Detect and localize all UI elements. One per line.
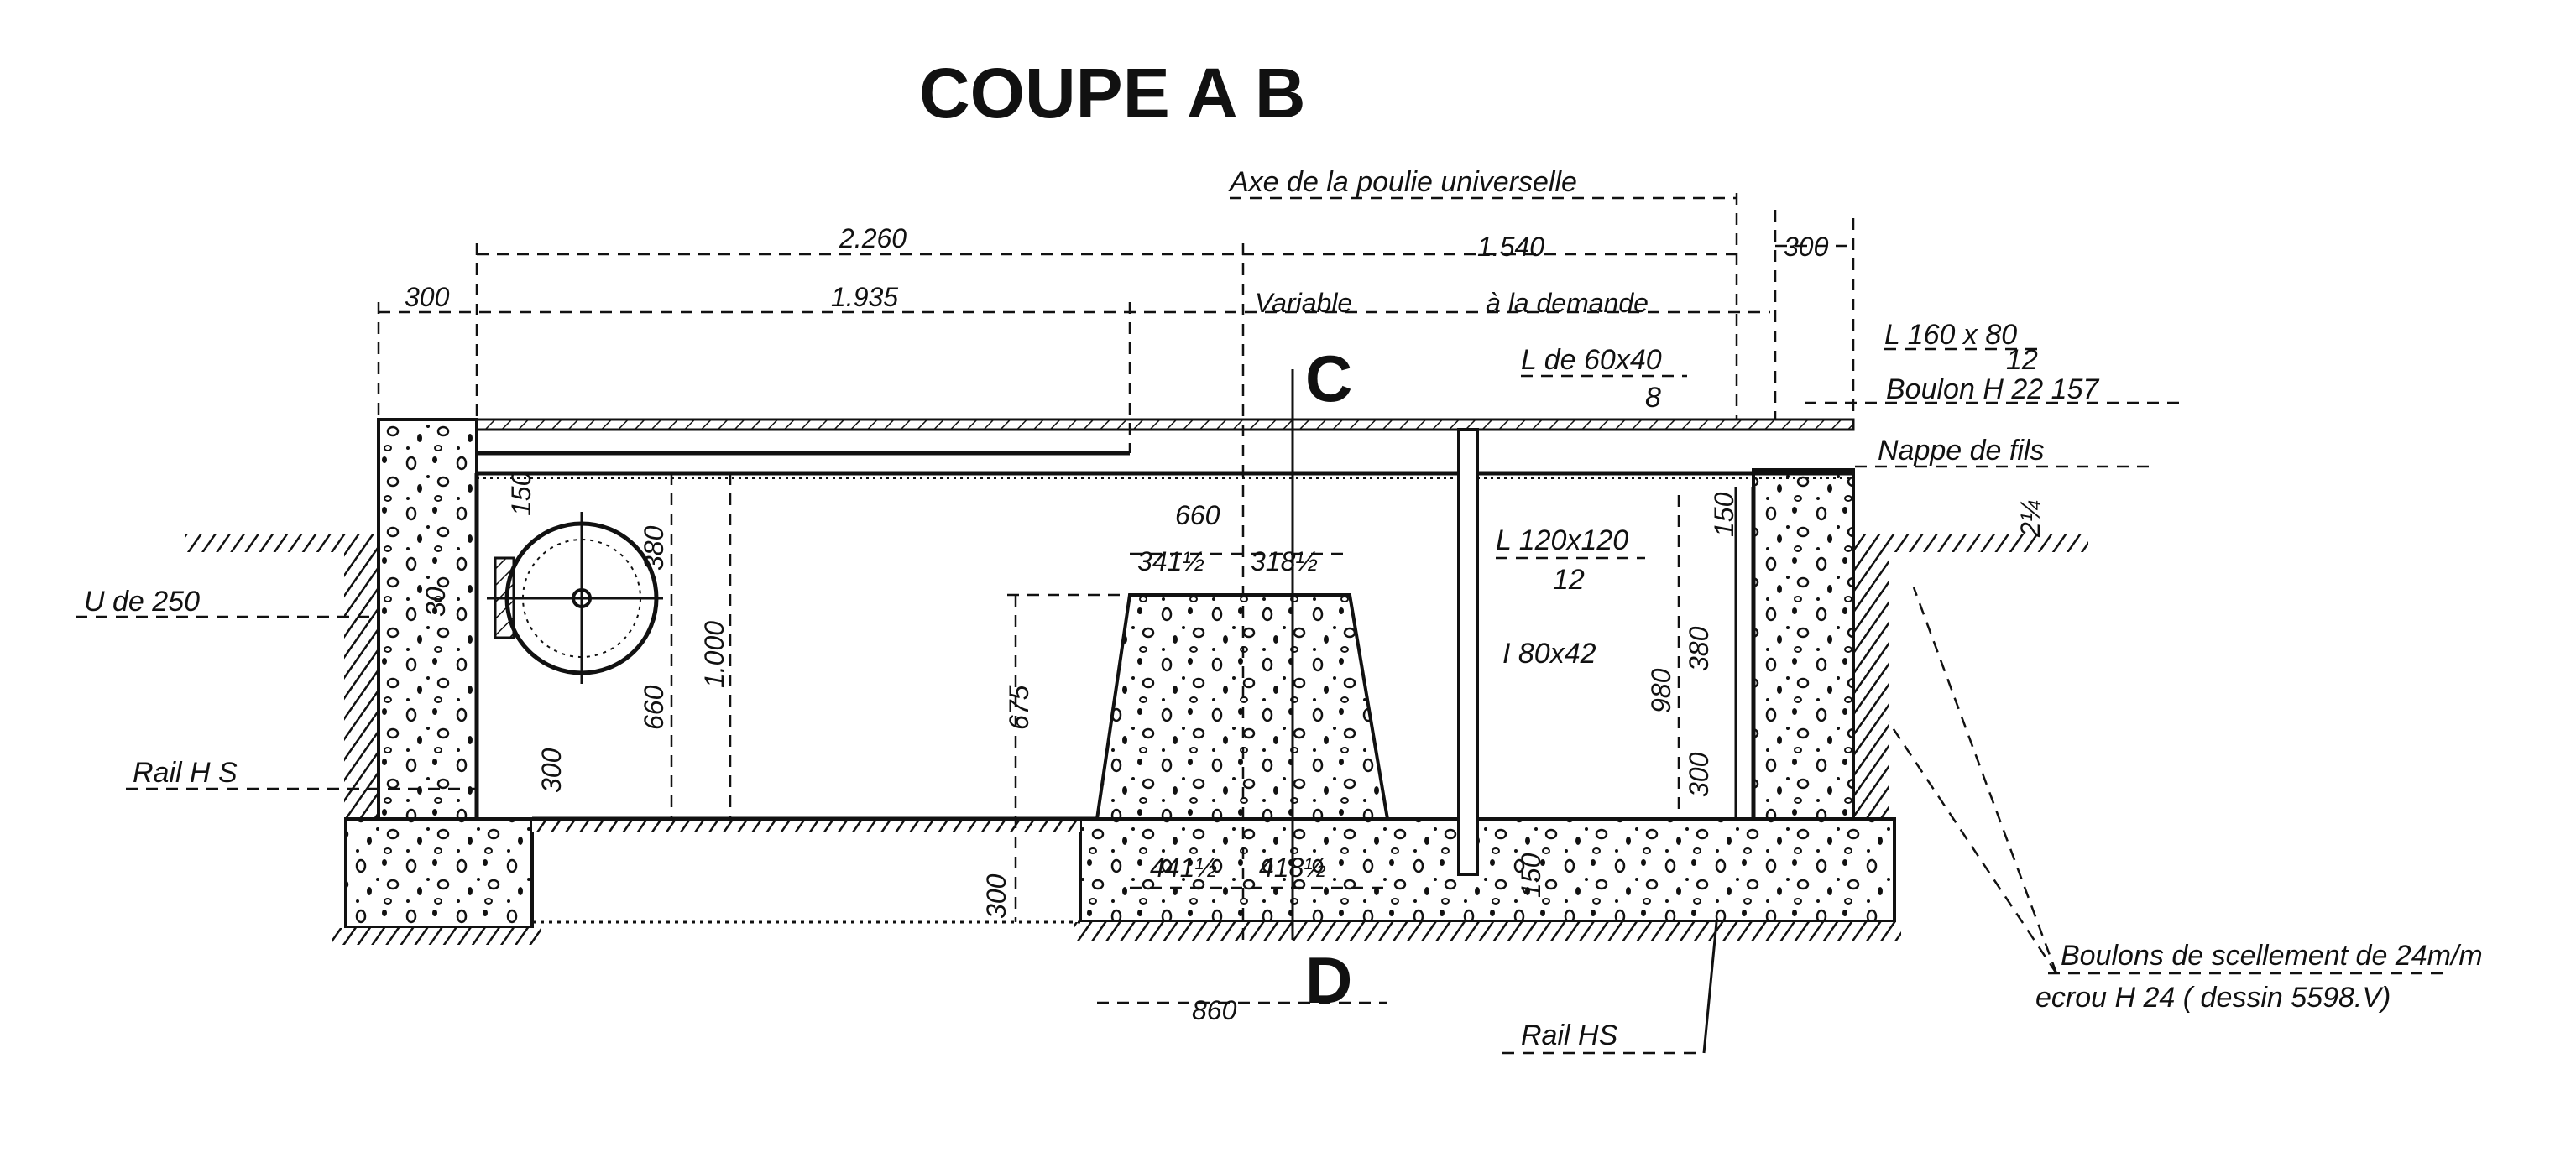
dim-660-left: 660 bbox=[639, 685, 669, 730]
label-boulon: Boulon H 22 157 bbox=[1886, 373, 2099, 405]
earth-left-wall bbox=[344, 545, 378, 831]
bottom-slab bbox=[1079, 817, 1896, 924]
dim-660-center: 660 bbox=[1175, 500, 1220, 530]
label-l-60x40: L de 60x40 bbox=[1521, 344, 1662, 376]
label-l-120x120: L 120x120 bbox=[1496, 524, 1628, 556]
label-nappe-de-fils: Nappe de fils bbox=[1878, 435, 2044, 467]
dim-380-left: 380 bbox=[639, 525, 669, 571]
dim-300-left-low: 300 bbox=[536, 748, 567, 793]
ground-left bbox=[185, 534, 378, 552]
dim-318: 318½ bbox=[1251, 546, 1318, 576]
dim-1000: 1.000 bbox=[699, 621, 729, 688]
label-boulons-scellement: Boulons de scellement de 24m/m bbox=[2061, 940, 2483, 972]
dim-variable: Variable bbox=[1255, 288, 1352, 318]
right-wall bbox=[1752, 468, 1855, 821]
top-cover bbox=[475, 418, 1855, 431]
dim-980: 980 bbox=[1646, 668, 1676, 713]
dim-300-right-low: 300 bbox=[1684, 752, 1714, 797]
label-l-120x120-thickness: 12 bbox=[1553, 564, 1585, 596]
dim-341: 341½ bbox=[1137, 546, 1204, 576]
label-l-60x40-thickness: 8 bbox=[1645, 382, 1661, 414]
dim-675: 675 bbox=[1004, 685, 1034, 730]
dim-150-post: 150 bbox=[1516, 853, 1546, 898]
earth-bottom bbox=[1074, 922, 1901, 941]
ground-right bbox=[1853, 534, 2088, 552]
dim-2-quarter: 2¼ bbox=[2015, 500, 2046, 538]
label-l-160x80: L 160 x 80 bbox=[1884, 319, 2017, 351]
label-rail-hs-left: Rail H S bbox=[133, 757, 238, 789]
left-footing bbox=[344, 817, 534, 930]
section-mark-d: D bbox=[1305, 943, 1352, 1017]
dim-300-center: 300 bbox=[981, 873, 1011, 919]
label-axe-poulie: Axe de la poulie universelle bbox=[1228, 166, 1577, 198]
dim-1540: 1.540 bbox=[1477, 232, 1544, 262]
dim-150-left: 150 bbox=[506, 471, 536, 516]
label-u-250: U de 250 bbox=[84, 586, 200, 618]
dim-860: 860 bbox=[1192, 995, 1237, 1025]
dim-380-right: 380 bbox=[1684, 626, 1714, 671]
dim-2260: 2.260 bbox=[839, 223, 907, 253]
dim-1935: 1.935 bbox=[831, 282, 898, 312]
dim-418: 418½ bbox=[1259, 853, 1326, 883]
dim-300-left: 300 bbox=[405, 282, 450, 312]
drawing-title: COUPE A B bbox=[919, 54, 1305, 133]
i-beam-post bbox=[1457, 428, 1479, 876]
dim-441: 441½ bbox=[1150, 853, 1217, 883]
pulley bbox=[487, 512, 663, 684]
earth-left-footing bbox=[332, 928, 541, 945]
dim-30: 30 bbox=[421, 587, 451, 617]
dim-150-right: 150 bbox=[1709, 492, 1739, 537]
dim-a-la-demande: à la demande bbox=[1486, 288, 1649, 318]
earth-floor bbox=[532, 819, 1080, 832]
label-rail-hs-bottom: Rail HS bbox=[1521, 1019, 1618, 1051]
section-mark-c: C bbox=[1305, 342, 1352, 415]
label-ecrou: ecrou H 24 ( dessin 5598.V) bbox=[2035, 982, 2391, 1014]
label-i-80x42: I 80x42 bbox=[1502, 638, 1596, 670]
dim-300-right: 300 bbox=[1784, 232, 1829, 262]
earth-right-wall bbox=[1853, 545, 1889, 831]
left-wall bbox=[377, 418, 478, 821]
